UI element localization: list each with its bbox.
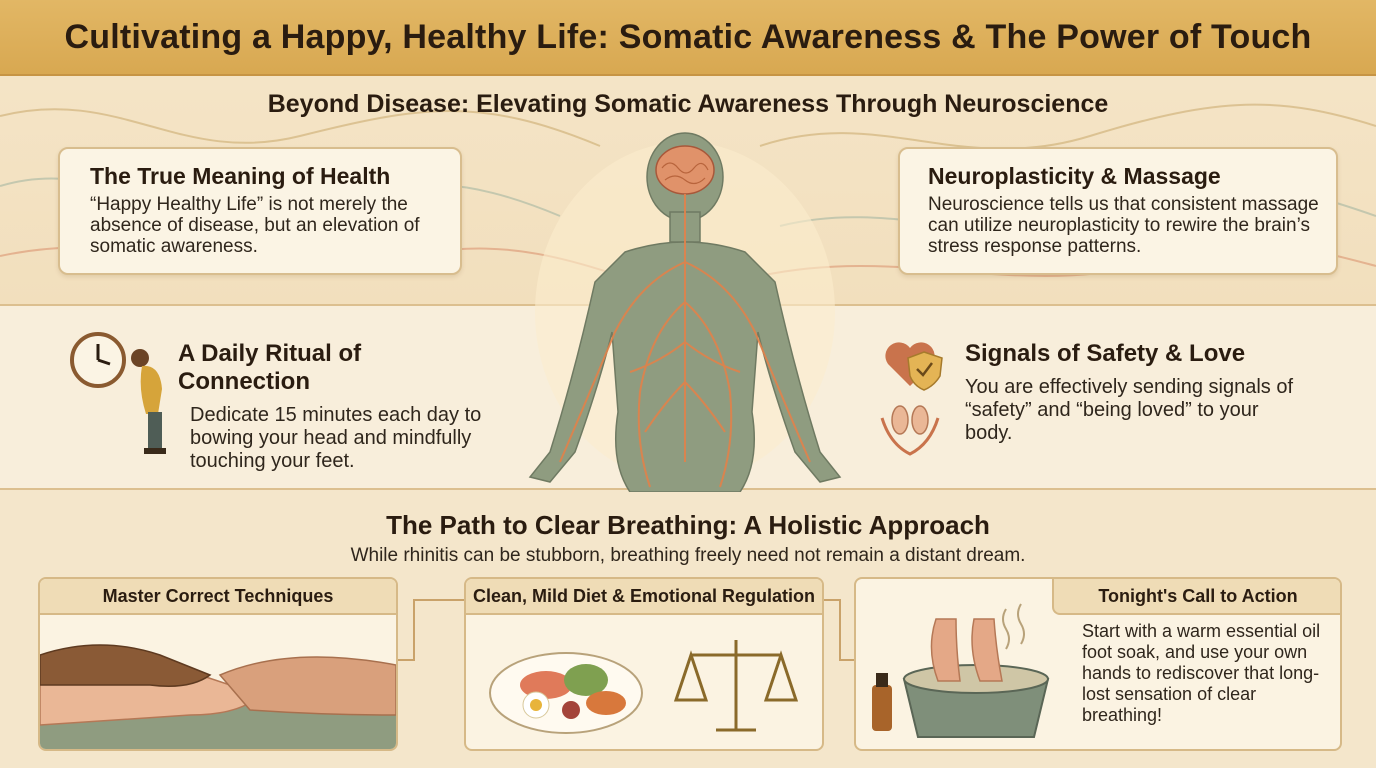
hands-holding-feet-icon <box>880 405 940 456</box>
diet-illustration <box>489 640 799 734</box>
card-title: Neuroplasticity & Massage <box>928 163 1221 189</box>
panel-text: Start with a warm essential oil foot soa… <box>1082 621 1321 725</box>
safety-love-section: Signals of Safety & Love You are effecti… <box>965 340 1325 445</box>
brain-icon <box>655 145 715 195</box>
diet-panel: Clean, Mild Diet & Emotional Regulation <box>464 577 824 751</box>
panel-title: Tonight's Call to Action <box>1052 579 1340 615</box>
top-section-heading: Beyond Disease: Elevating Somatic Awaren… <box>267 90 1109 118</box>
panel-title: Clean, Mild Diet & Emotional Regulation <box>466 579 822 615</box>
panel-connectors <box>394 599 864 661</box>
page-title: Cultivating a Happy, Healthy Life: Somat… <box>64 17 1312 56</box>
techniques-panel: Master Correct Techniques <box>38 577 398 751</box>
clock-icon <box>70 332 126 388</box>
section-title: A Daily Ritual of Connection <box>178 340 362 395</box>
title-bar: Cultivating a Happy, Healthy Life: Somat… <box>0 0 1376 76</box>
neuroplasticity-card: Neuroplasticity & Massage Neuroscience t… <box>898 147 1338 275</box>
card-title: The True Meaning of Health <box>90 163 391 189</box>
panel-title: Master Correct Techniques <box>40 579 396 615</box>
section-text: You are effectively sending signals of “… <box>965 376 1293 444</box>
daily-ritual-section: A Daily Ritual of Connection Dedicate 15… <box>178 340 498 473</box>
bottom-section-heading: The Path to Clear Breathing: A Holistic … <box>386 510 990 540</box>
card-text: “Happy Healthy Life” is not merely the a… <box>90 194 420 257</box>
call-to-action-panel: Tonight's Call to Action Start with a wa… <box>854 577 1342 751</box>
foot-soak-illustration <box>872 603 1050 738</box>
bowing-person-icon <box>131 349 166 454</box>
bottom-section-subheading: While rhinitis can be stubborn, breathin… <box>350 545 1026 566</box>
heart-shield-icon <box>885 342 943 391</box>
massage-hands-illustration <box>40 644 396 749</box>
section-text: Dedicate 15 minutes each day to bowing y… <box>190 404 482 472</box>
health-meaning-card: The True Meaning of Health “Happy Health… <box>58 147 462 275</box>
section-title: Signals of Safety & Love <box>965 340 1246 367</box>
nervous-system-figure <box>528 132 842 492</box>
card-text: Neuroscience tells us that consistent ma… <box>928 194 1319 257</box>
